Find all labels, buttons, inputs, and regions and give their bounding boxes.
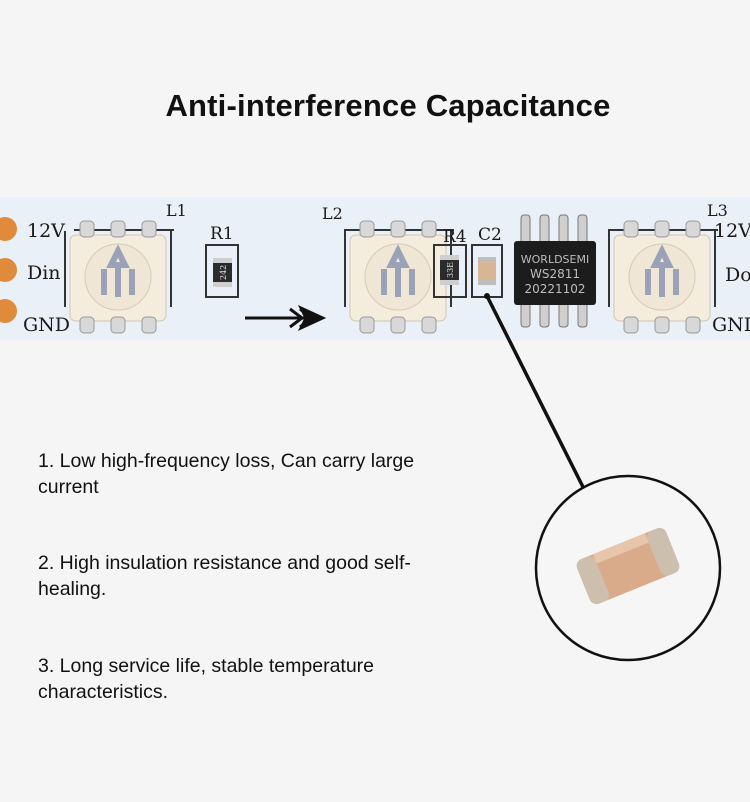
pad-din-left — [0, 258, 17, 282]
led-label-l1: L1 — [166, 201, 187, 220]
resistor-r1-outline — [205, 244, 239, 298]
resistor-label-r1: R1 — [210, 224, 234, 244]
led-1 — [64, 220, 174, 334]
pad-gnd-left — [0, 299, 17, 323]
capacitor-c2 — [478, 257, 496, 285]
capacitor-label-c2: C2 — [478, 225, 502, 245]
led-label-l2: L2 — [322, 204, 343, 223]
resistor-r1-code: 242 — [219, 265, 228, 280]
resistor-r4-outline — [433, 244, 467, 298]
resistor-label-r4: R4 — [443, 227, 467, 247]
ws2811-chip: WORLDSEMI WS2811 20221102 — [514, 214, 596, 328]
capacitor-closeup-icon — [576, 527, 680, 605]
chip-date: 20221102 — [524, 282, 585, 296]
direction-arrow-icon — [245, 304, 327, 332]
pad-label-12v: 12V — [27, 220, 65, 242]
page-title: Anti-interference Capacitance — [165, 88, 611, 123]
resistor-r4-code: 33E — [446, 262, 455, 278]
feature-item-2: 2. High insulation resistance and good s… — [38, 552, 411, 600]
pad-label-do-right: Do — [725, 264, 750, 286]
feature-item-3: 3. Long service life, stable temperature… — [38, 655, 375, 703]
led-strip-diagram: 12V Din GND L1 R1 242 — [0, 201, 750, 336]
feature-item-1: 1. Low high-frequency loss, Can carry la… — [38, 450, 415, 498]
led-2 — [344, 220, 454, 334]
led-3 — [608, 220, 718, 334]
resistor-r1 — [213, 258, 232, 287]
led-label-l3: L3 — [707, 201, 728, 220]
callout-line — [485, 295, 585, 488]
pad-label-12v-right: 12V — [714, 220, 750, 242]
pad-label-gnd-right: GNI — [712, 314, 750, 336]
resistor-r4 — [440, 255, 459, 285]
chip-brand: WORLDSEMI — [521, 253, 589, 266]
chip-model: WS2811 — [530, 267, 580, 281]
pad-label-din: Din — [27, 262, 61, 284]
pad-12v-left — [0, 217, 17, 241]
pad-label-gnd: GND — [23, 314, 70, 336]
